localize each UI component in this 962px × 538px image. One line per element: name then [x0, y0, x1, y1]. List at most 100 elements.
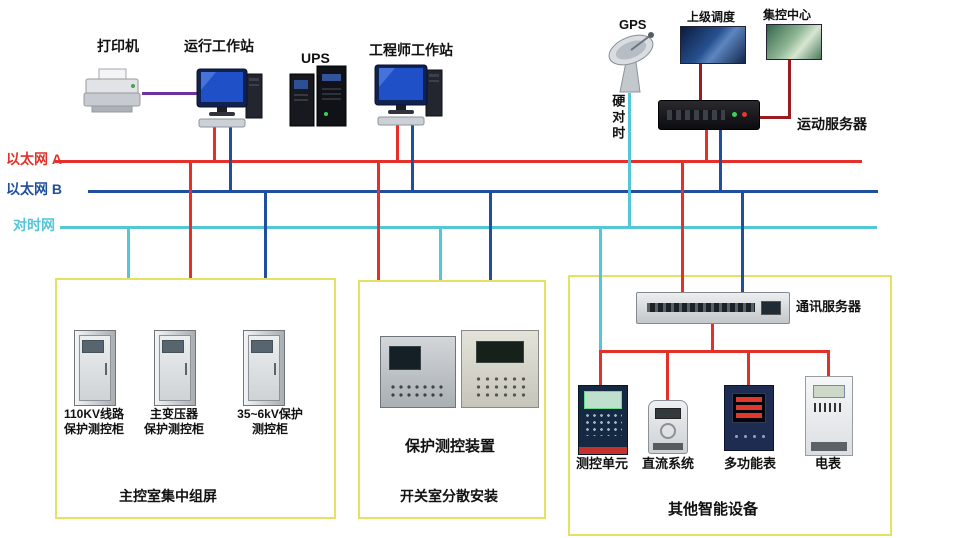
server-ports [667, 110, 725, 120]
unit1-drop [599, 350, 602, 385]
group3-caption: 其他智能设备 [667, 501, 758, 518]
ethernet-b-bus [88, 190, 878, 193]
ethernet-a-label: 以太网 A [6, 151, 62, 167]
device-keys [474, 375, 526, 397]
ethernet-a-bus [55, 160, 862, 163]
cabinet-110kv-image [74, 330, 116, 406]
server-led-green [732, 112, 737, 117]
superior-dispatch-image [680, 26, 746, 64]
cabinet-transformer-image [154, 330, 196, 406]
device-keys [389, 383, 447, 399]
server-drop-a [705, 128, 708, 160]
group1-caption: 主控室集中组屏 [119, 488, 217, 504]
superior-dispatch-label: 上级调度 [687, 10, 736, 24]
dispatch-link-line [699, 62, 702, 100]
server-led-red [742, 112, 747, 117]
display-row [736, 397, 762, 402]
engineer-workstation-image [374, 64, 443, 126]
device-screen [476, 341, 524, 363]
cabinet-handle [274, 363, 276, 375]
group1-drop-t [127, 229, 130, 278]
ups-label: UPS [301, 50, 330, 66]
meter-lcd [655, 408, 681, 419]
unit-screen [584, 391, 622, 409]
meter-barcode [814, 403, 842, 412]
group2-drop-b [489, 193, 492, 280]
operator-workstation-image [196, 68, 263, 128]
ethernet-b-label: 以太网 B [6, 181, 62, 197]
cabinet-window [162, 340, 184, 353]
hard-time-sync-label: 硬对时 [610, 94, 626, 142]
telecontrol-server-label: 运动服务器 [797, 116, 867, 132]
group3-drop-b [741, 193, 744, 292]
group2-drop-a [377, 163, 380, 280]
cabinet-35kv-image [243, 330, 285, 406]
comm-server-label: 通讯服务器 [796, 299, 862, 314]
engineer-ws-label: 工程师工作站 [369, 42, 453, 58]
engineer-ws-drop-a [396, 125, 399, 160]
cabinet-window [251, 340, 273, 353]
control-center-image [766, 24, 822, 60]
meter-terminals [811, 442, 847, 451]
meter-dial [660, 423, 676, 439]
device-screen [389, 346, 421, 370]
cabinet-35kv-label: 35~6kV保护 测控柜 [237, 407, 303, 436]
gps-antenna-image [608, 32, 654, 93]
group2-drop-t [439, 229, 442, 280]
multifunction-meter-label: 多功能表 [723, 456, 776, 471]
group1-drop-b [264, 193, 267, 278]
dc-system-image [648, 400, 688, 454]
protection-device-image-2 [461, 330, 539, 408]
group2-caption: 开关室分散安装 [400, 488, 498, 504]
display-row [736, 413, 762, 418]
gps-time-sync-line [628, 93, 631, 226]
cabinet-handle [185, 363, 187, 375]
electric-meter-image [805, 376, 853, 456]
control-center-label: 集控中心 [763, 8, 812, 22]
gps-label: GPS [619, 17, 647, 32]
operator-ws-label: 运行工作站 [184, 38, 254, 54]
cabinet-110kv-label: 110KV线路 保护测控柜 [63, 407, 125, 436]
electric-meter-label: 电表 [814, 456, 841, 471]
device-distribution-line [599, 350, 830, 353]
unit-red-bar [579, 447, 627, 454]
time-sync-bus [60, 226, 877, 229]
cabinet-handle [105, 363, 107, 375]
server-drop-b [719, 128, 722, 190]
operator-ws-drop-b [229, 127, 232, 190]
dc-system-label: 直流系统 [641, 456, 694, 471]
control-center-link-h [757, 116, 791, 119]
control-center-link-v [788, 58, 791, 116]
unit3-drop [747, 350, 750, 385]
operator-ws-drop-a [213, 127, 216, 160]
meter-lcd [813, 385, 845, 398]
meter-terminals [653, 443, 683, 450]
engineer-ws-drop-b [411, 125, 414, 190]
comm-server-slots [647, 303, 755, 312]
time-sync-label: 对时网 [13, 217, 55, 233]
unit4-drop [827, 350, 830, 376]
group-other-devices [568, 275, 892, 536]
display-row [736, 405, 762, 410]
printer-link-line [142, 92, 199, 95]
comm-server-down-line [711, 322, 714, 350]
group-switch-room [358, 280, 546, 519]
group1-drop-a [189, 163, 192, 278]
group3-drop-t [599, 229, 602, 350]
group3-drop-a [681, 163, 684, 292]
comm-server-image [636, 292, 790, 324]
cabinet-window [82, 340, 104, 353]
meter-keys [732, 432, 766, 444]
protection-device-label: 保护测控装置 [404, 438, 495, 455]
protection-device-image-1 [380, 336, 456, 408]
unit-keys [584, 412, 622, 436]
unit2-drop [666, 350, 669, 400]
telecontrol-server-image [658, 100, 760, 130]
measure-control-unit-image [578, 385, 628, 455]
comm-server-screen [761, 301, 781, 315]
group-main-control-room [55, 278, 336, 519]
ups-image [289, 65, 347, 127]
measure-control-unit-label: 测控单元 [575, 456, 628, 471]
printer-label: 打印机 [97, 38, 139, 54]
